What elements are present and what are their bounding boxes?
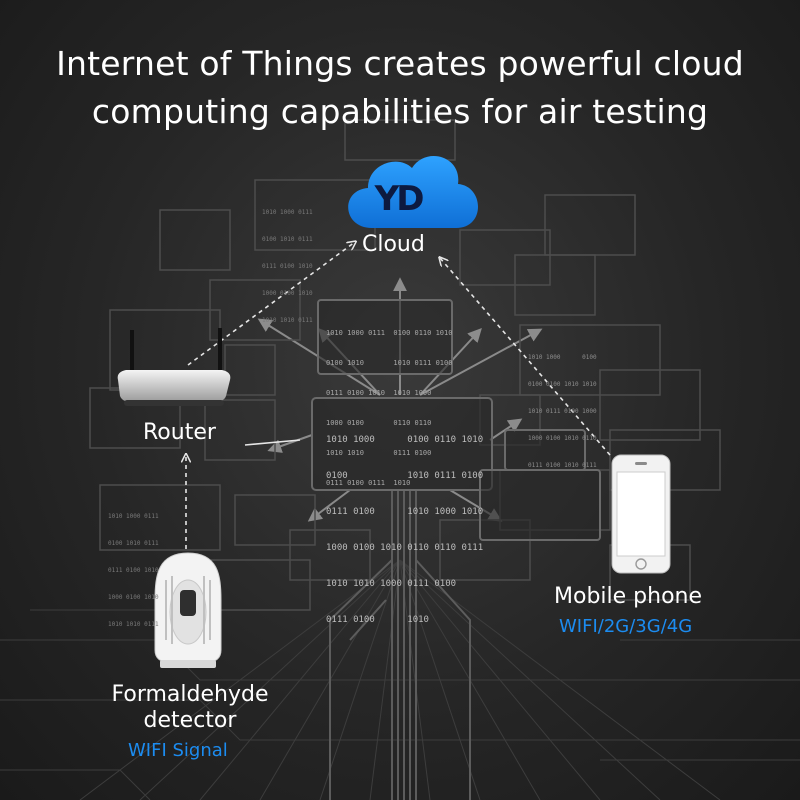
binary-text-small-left: 1010 1000 0111 0100 1010 0111 0111 0100 … [108, 513, 159, 628]
svg-text:YD: YD [374, 179, 424, 219]
connection-lines [186, 242, 611, 565]
router-label: Router [143, 420, 216, 445]
title-line-2: computing capabilities for air testing [91, 92, 709, 131]
main-data-panels [311, 299, 601, 541]
router-icon [117, 328, 231, 406]
mobile-phone-label: Mobile phone [554, 584, 703, 609]
binary-text-top: 1010 1000 0111 0100 0110 1010 0100 1010 … [326, 329, 453, 487]
binary-text-center: 1010 1000 0100 0110 1010 0100 1010 0111 … [326, 435, 484, 625]
phone-connectivity-label: WIFI/2G/3G/4G [559, 616, 693, 637]
binary-text-right: 1010 1000 0100 0100 0100 1010 1010 1010 … [528, 354, 597, 469]
cloud-label: Cloud [362, 232, 425, 257]
binary-text-small-top: 1010 1000 0111 0100 1010 0111 0111 0100 … [262, 209, 313, 324]
page-title: Internet of Things creates powerful clou… [0, 40, 800, 136]
detector-label-line-2: detector [143, 708, 237, 733]
formaldehyde-detector-icon [154, 552, 222, 668]
detector-label-line-1: Formaldehyde [111, 682, 269, 707]
tree-trunk [329, 490, 471, 800]
mobile-phone-icon [611, 454, 671, 574]
title-line-1: Internet of Things creates powerful clou… [56, 44, 744, 83]
wifi-signal-label: WIFI Signal [128, 740, 228, 761]
cloud-icon: YD [348, 156, 478, 228]
detector-label: Formaldehyde detector [95, 682, 285, 734]
